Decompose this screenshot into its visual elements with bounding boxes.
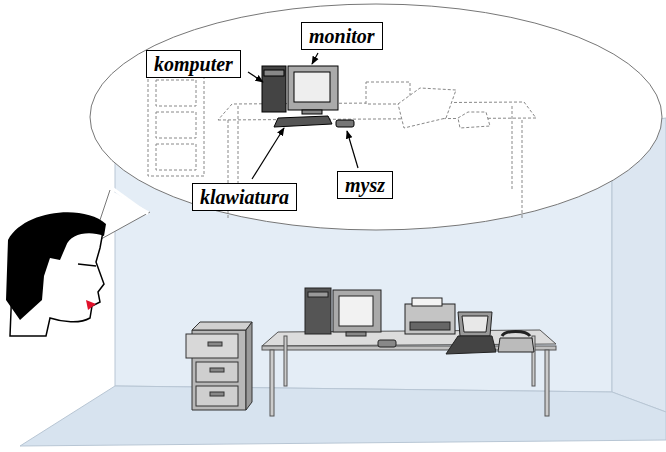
callout-label: klawiatura: [200, 186, 289, 208]
office-devices-part: [308, 292, 328, 297]
office-devices-part: [458, 312, 492, 336]
dream-office-part: [398, 88, 456, 128]
dream-computer-part: [336, 120, 354, 127]
filing-cabinet-part: [196, 386, 238, 406]
filing-cabinet-part: [210, 392, 224, 396]
head-profile-part: [86, 300, 96, 310]
office-devices-part: [502, 332, 530, 337]
leader-lines-part: [347, 131, 358, 168]
head-profile: [6, 212, 106, 336]
head-profile-part: [78, 264, 96, 266]
filing-cabinet-part: [210, 368, 224, 372]
office-devices-part: [339, 296, 373, 326]
callout-label: mysz: [345, 174, 385, 196]
office-devices-part: [410, 322, 450, 330]
desk-part: [284, 336, 287, 386]
office-devices-part: [405, 304, 455, 334]
desk: [262, 330, 556, 416]
dream-computer-part: [302, 110, 322, 114]
dream-computer-part: [294, 72, 330, 102]
dream-office-part: [148, 72, 204, 176]
office-devices-part: [333, 290, 381, 332]
office-devices-part: [305, 288, 331, 334]
filing-cabinet-part: [196, 362, 238, 382]
room-part: [20, 386, 666, 446]
dream-office-part: [458, 112, 490, 128]
leader-lines-part: [248, 72, 263, 82]
office-devices-part: [446, 336, 496, 354]
dream-office-part: [522, 120, 523, 218]
head-profile-part: [30, 268, 38, 292]
dream-office-part: [238, 106, 239, 190]
callout-label: monitor: [309, 25, 375, 47]
dream-computer-part: [274, 116, 332, 127]
filing-cabinet-part: [192, 322, 252, 330]
thought-bubble: [90, 4, 662, 244]
callout-label: komputer: [154, 53, 233, 75]
filing-cabinet-part: [246, 322, 252, 410]
head-profile-part: [6, 212, 106, 320]
dream-office-part: [156, 80, 196, 106]
dream-computer-part: [288, 66, 338, 110]
office-devices-part: [412, 298, 442, 306]
office-devices-part: [462, 316, 488, 332]
filing-cabinet: [186, 322, 252, 410]
dream-office-part: [512, 106, 513, 190]
desk-part: [270, 350, 274, 416]
dream-office-part: [156, 112, 196, 138]
dream-computer-part: [262, 66, 286, 112]
office-devices-part: [498, 338, 534, 352]
office-devices-part: [346, 332, 366, 336]
dream-computer-part: [264, 70, 284, 76]
dream-office-part: [156, 144, 196, 170]
office-devices: [305, 288, 534, 354]
filing-cabinet-part: [208, 342, 222, 346]
thought-bubble-part: [90, 4, 662, 230]
desk-part: [545, 350, 549, 416]
callout-box: klawiatura: [192, 183, 297, 211]
callout-box: mysz: [337, 171, 393, 199]
filing-cabinet-part: [186, 334, 238, 358]
office-devices-part: [378, 340, 396, 347]
leader-lines-part: [312, 53, 318, 64]
callout-box: monitor: [301, 22, 383, 50]
dream-computer: [262, 66, 354, 127]
dream-office: [148, 72, 536, 218]
thought-bubble-part: [112, 188, 148, 214]
leader-lines-part: [252, 128, 284, 179]
leader-lines: [248, 53, 358, 179]
callout-box: komputer: [146, 50, 241, 78]
